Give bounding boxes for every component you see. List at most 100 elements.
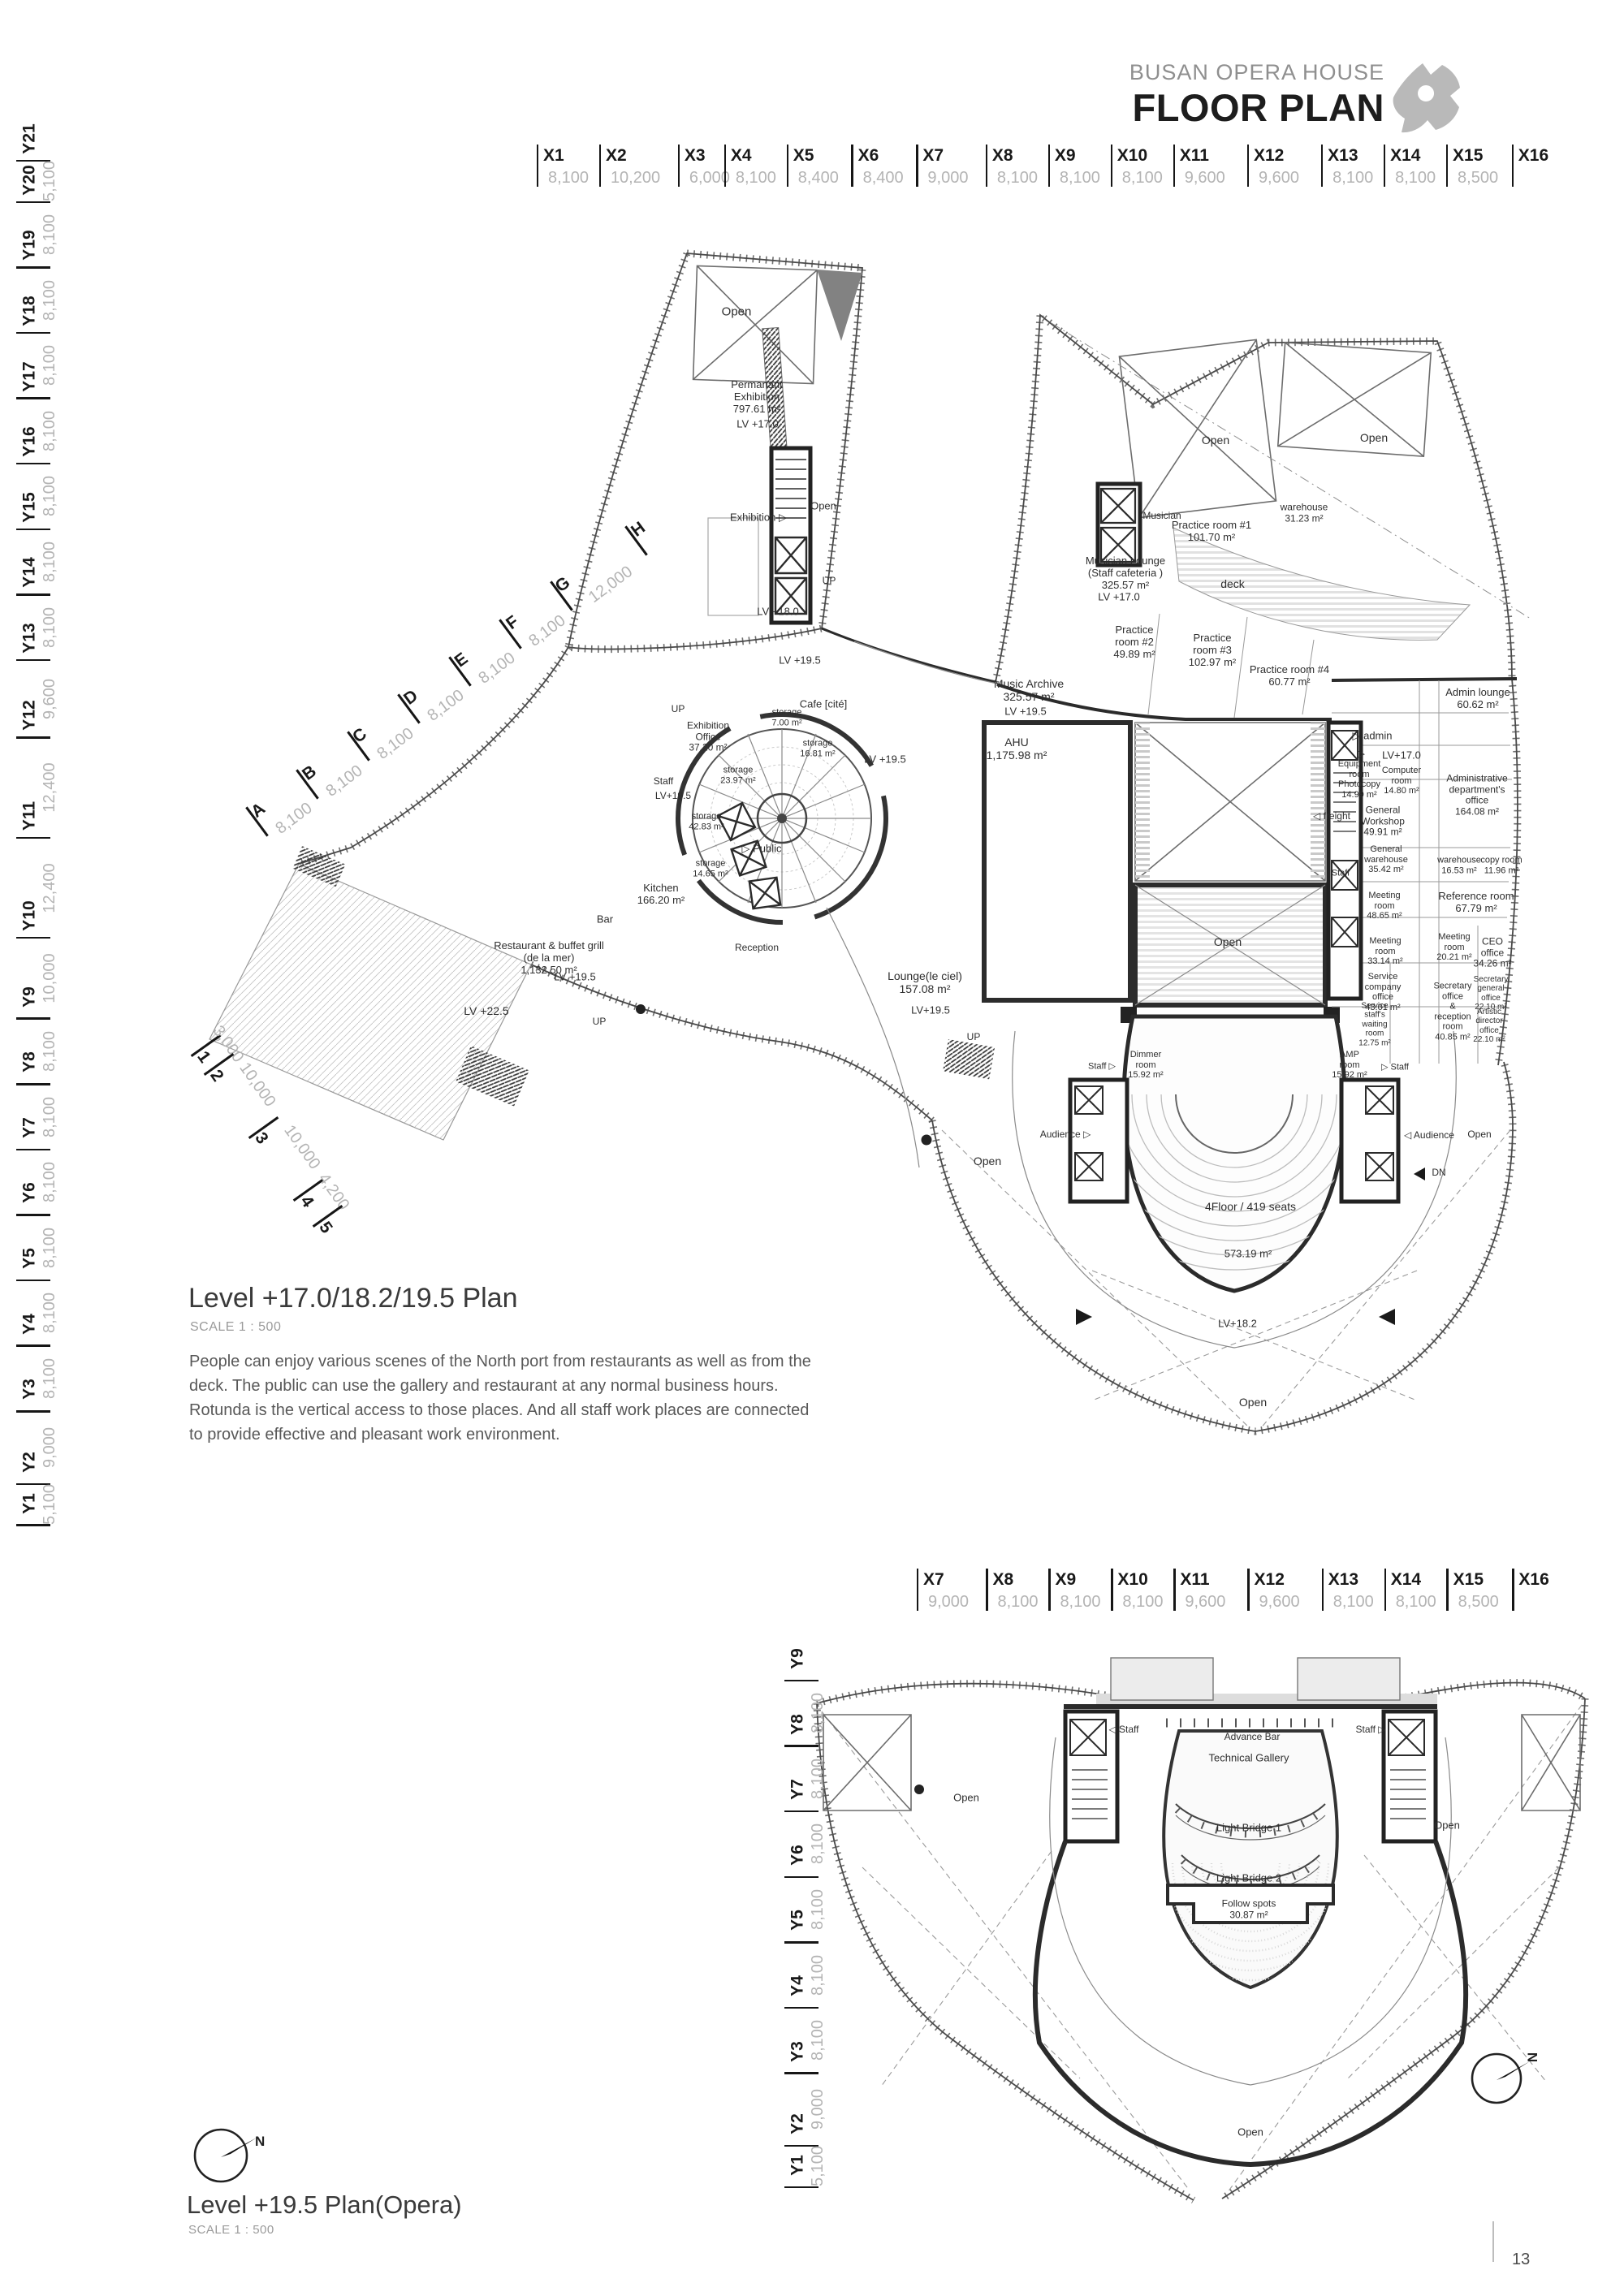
plan1-room-label: LV+17.0 — [1382, 749, 1421, 762]
plan1-room-label: Open — [1467, 1129, 1492, 1141]
axis-dimension-value: 8,100 — [809, 2020, 827, 2061]
plan1-room-label: General Workshop 49.91 m² — [1361, 804, 1405, 838]
plan1-room-label: AHU 1,175.98 m² — [986, 736, 1047, 762]
axis-grid-label: Y20 — [19, 165, 39, 196]
axis-grid-label: Y5 — [788, 1910, 807, 1931]
axis-grid-label: Y5 — [19, 1248, 39, 1269]
axis-dimension-value: 8,100 — [41, 1162, 58, 1203]
axis-tick — [1247, 1569, 1250, 1611]
axis-dimension-value: 8,100 — [1060, 1593, 1101, 1611]
axis-grid-label: X5 — [793, 146, 814, 165]
axis-grid-label: Y4 — [19, 1313, 39, 1335]
axis-dimension-value: 8,100 — [809, 1823, 827, 1865]
north-label-plan2: N — [1525, 2052, 1541, 2063]
plan1-room-label: Open — [973, 1154, 1002, 1168]
axis-grid-label: Y3 — [19, 1379, 39, 1400]
plan1-room-label: ▷ admin — [1352, 729, 1393, 742]
axis-dimension-value: 8,100 — [735, 169, 776, 187]
plan1-room-label: Audience ▷ — [1039, 1129, 1091, 1141]
axis-tick — [16, 593, 50, 596]
axis-dimension-value: 5,100 — [809, 2146, 827, 2187]
axis-grid-label: X11 — [1180, 1570, 1210, 1589]
axis-grid-label: Y4 — [788, 1975, 807, 1996]
axis-dimension-value: 12,400 — [41, 862, 58, 913]
north-compass-plan1 — [193, 2128, 257, 2183]
axis-tick — [677, 145, 680, 187]
north-compass-plan2 — [1471, 2052, 1530, 2104]
axis-dimension-value: 8,100 — [1059, 169, 1100, 187]
plan1-room-label: LV +19.5 — [864, 753, 906, 766]
axis-grid-label: X8 — [991, 146, 1013, 165]
axis-tick — [16, 836, 50, 839]
axis-dimension-value: 8,100 — [809, 1954, 827, 1996]
plan1-room-label: storage 23.97 m² — [720, 765, 756, 785]
axis-dimension-value: 9,600 — [1185, 1593, 1226, 1611]
axis-grid-label: Y2 — [788, 2113, 807, 2134]
axis-tick — [16, 736, 50, 739]
axis-grid-label: Y3 — [788, 2040, 807, 2062]
plan1-room-label: Permanant Exhibition 797.61 m² — [731, 378, 783, 415]
axis-grid-label: Y16 — [19, 426, 39, 457]
axis-grid-label: X12 — [1254, 1570, 1285, 1589]
axis-dimension-value: 8,500 — [1458, 1593, 1499, 1611]
plan2-room-label: Open — [953, 1791, 979, 1804]
axis-dimension-value: 5,100 — [41, 1484, 58, 1526]
plan1-room-label: Service staff's waiting room 12.75 m² — [1358, 1001, 1391, 1048]
axis-dimension-value: 8,100 — [41, 1293, 58, 1334]
plan1-room-label: Open — [1201, 434, 1230, 447]
axis-tick — [598, 145, 602, 187]
axis-tick — [1048, 1569, 1051, 1611]
axis-tick — [16, 1083, 50, 1085]
document-title: BUSAN OPERA HOUSE — [1129, 60, 1384, 84]
plan1-room-label: Kitchen 166.20 m² — [637, 882, 685, 906]
plan1-room-label: Bar — [596, 913, 614, 926]
axis-dimension-value: 8,100 — [41, 1096, 58, 1137]
axis-tick — [16, 159, 50, 162]
axis-tick — [1511, 145, 1514, 187]
axis-dimension-value: 9,600 — [1258, 169, 1299, 187]
axis-dimension-value: 8,100 — [41, 476, 58, 517]
axis-tick — [986, 1569, 988, 1611]
axis-tick — [16, 1017, 50, 1020]
plan1-room-label: LV+18.2 — [1218, 1317, 1257, 1330]
axis-grid-label: X10 — [1116, 146, 1148, 165]
plan1-room-label: Reference room 67.79 m² — [1438, 890, 1514, 914]
axis-dimension-value: 9,000 — [928, 1593, 970, 1611]
axis-dimension-value: 8,100 — [1332, 169, 1374, 187]
axis-grid-label: X13 — [1328, 146, 1358, 165]
plan2-room-label: Follow spots 30.87 m² — [1221, 1897, 1276, 1920]
axis-dimension-value: 8,400 — [797, 169, 839, 187]
plan1-room-label: LV+19.5 — [911, 1003, 950, 1016]
plan1-outline — [297, 249, 1522, 1435]
plan1-room-label: LV +22.5 — [464, 1004, 509, 1018]
plan1-room-label: LV +19.5 — [1004, 705, 1047, 718]
plan1-room-label: warehouse 16.53 m² — [1437, 855, 1481, 875]
axis-dimension-value: 9,000 — [41, 1427, 58, 1469]
axis-grid-label: Y6 — [788, 1844, 807, 1866]
axis-tick — [1383, 145, 1386, 187]
axis-grid-label: Y11 — [19, 801, 39, 831]
axis-grid-label: X1 — [543, 146, 564, 165]
axis-tick — [1173, 145, 1176, 187]
axis-tick — [985, 145, 988, 187]
axis-grid-label: X9 — [1055, 1570, 1077, 1589]
plan1-room-label: Exhibition Office 37.20 m² — [686, 719, 730, 753]
axis-grid-label: X14 — [1390, 1570, 1422, 1589]
plan1-room-label: ▷ Public — [741, 842, 782, 855]
plan1-room-label: 573.19 m² — [1224, 1247, 1272, 1260]
axis-dimension-value: 5,100 — [41, 161, 58, 202]
axis-grid-label: Y9 — [788, 1648, 807, 1669]
axis-dimension-value: 6,000 — [689, 169, 730, 187]
axis-tick — [1445, 145, 1449, 187]
axis-grid-label: X7 — [923, 1570, 944, 1589]
axis-grid-label: Y12 — [19, 700, 39, 732]
axis-tick — [851, 145, 853, 187]
axis-grid-label: Y7 — [788, 1779, 807, 1801]
axis-dimension-value: 10,200 — [610, 169, 661, 187]
plan1-room-label: LV +18.0 — [757, 605, 799, 618]
axis-tick — [16, 936, 50, 939]
axis-tick — [536, 145, 539, 187]
axis-grid-label: X16 — [1518, 1570, 1549, 1589]
axis-grid-label: Y17 — [19, 360, 39, 392]
axis-grid-label: Y1 — [19, 1492, 39, 1514]
